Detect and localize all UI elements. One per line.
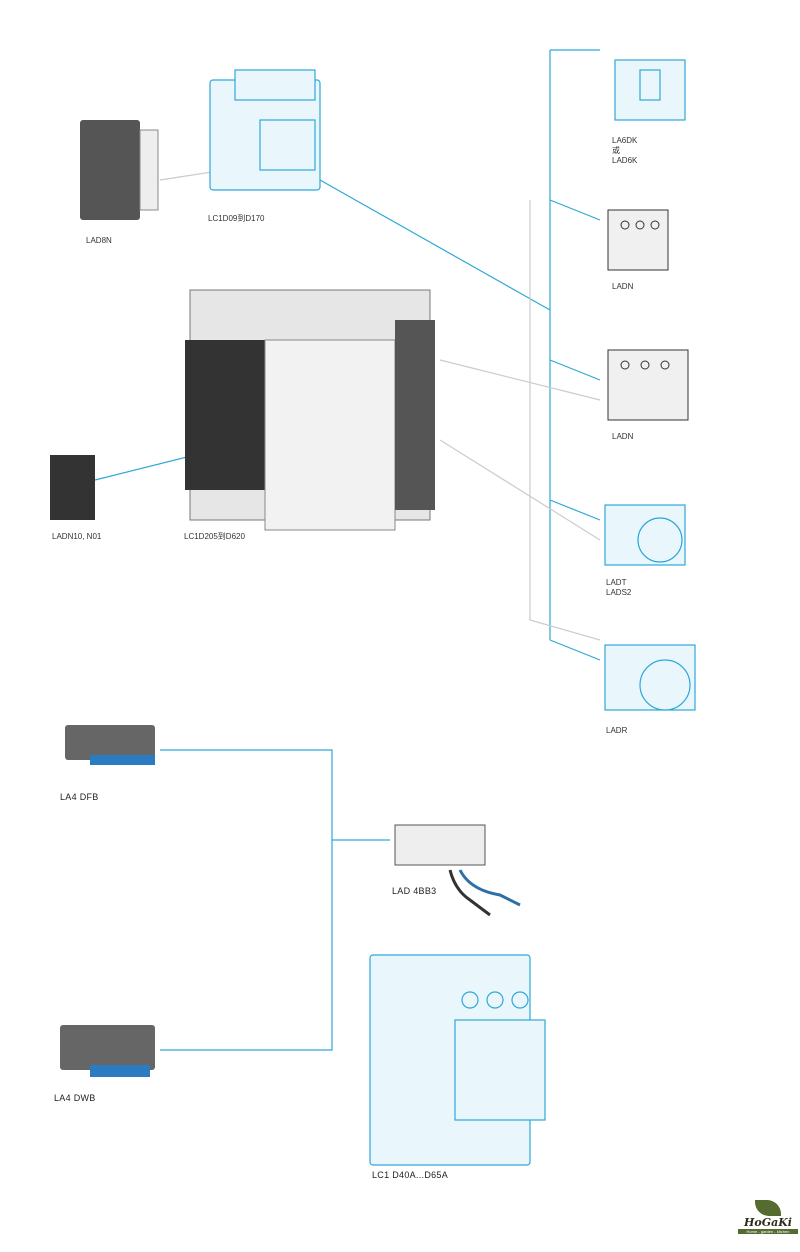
la6dk-device bbox=[614, 59, 686, 121]
label-la4dfb: LA4 DFB bbox=[60, 792, 99, 802]
label-la6dk: LA6DK 或 LAD6K bbox=[612, 136, 638, 165]
ladt-device bbox=[604, 504, 686, 566]
label-lad8n: LAD8N bbox=[86, 236, 112, 245]
logo-name: HoGaKi bbox=[744, 1216, 792, 1229]
ladr-device bbox=[604, 644, 696, 711]
lc1d205-device bbox=[185, 289, 435, 531]
ladn-device-1 bbox=[607, 209, 669, 271]
label-ladr: LADR bbox=[606, 726, 628, 735]
hogaki-logo: HoGaKi Home - garden - kitchen bbox=[738, 1200, 798, 1248]
la4dwb-device bbox=[60, 1025, 155, 1077]
leaf-house-icon bbox=[755, 1200, 781, 1216]
lad8n-device bbox=[80, 120, 159, 220]
ladn-device-2 bbox=[607, 349, 689, 421]
label-ladn10: LADN10, N01 bbox=[52, 532, 102, 541]
lc1d40a-device bbox=[369, 954, 546, 1166]
lc1d09-device bbox=[209, 69, 321, 191]
la4dfb-device bbox=[65, 725, 155, 765]
label-lad4bb3: LAD 4BB3 bbox=[392, 886, 437, 896]
label-ladn-2: LADN bbox=[612, 432, 634, 441]
label-lc1d205: LC1D205到D620 bbox=[184, 532, 245, 541]
label-lc1d40a: LC1 D40A...D65A bbox=[372, 1170, 449, 1180]
label-la4dwb: LA4 DWB bbox=[54, 1093, 96, 1103]
label-ladn-1: LADN bbox=[612, 282, 634, 291]
ladn10-device bbox=[50, 455, 95, 520]
label-lc1d09: LC1D09到D170 bbox=[208, 214, 265, 223]
connector-lines bbox=[94, 49, 601, 1051]
logo-tagline: Home - garden - kitchen bbox=[738, 1229, 798, 1234]
label-ladt: LADT LADS2 bbox=[606, 578, 632, 597]
lad4bb3-device bbox=[394, 824, 521, 917]
